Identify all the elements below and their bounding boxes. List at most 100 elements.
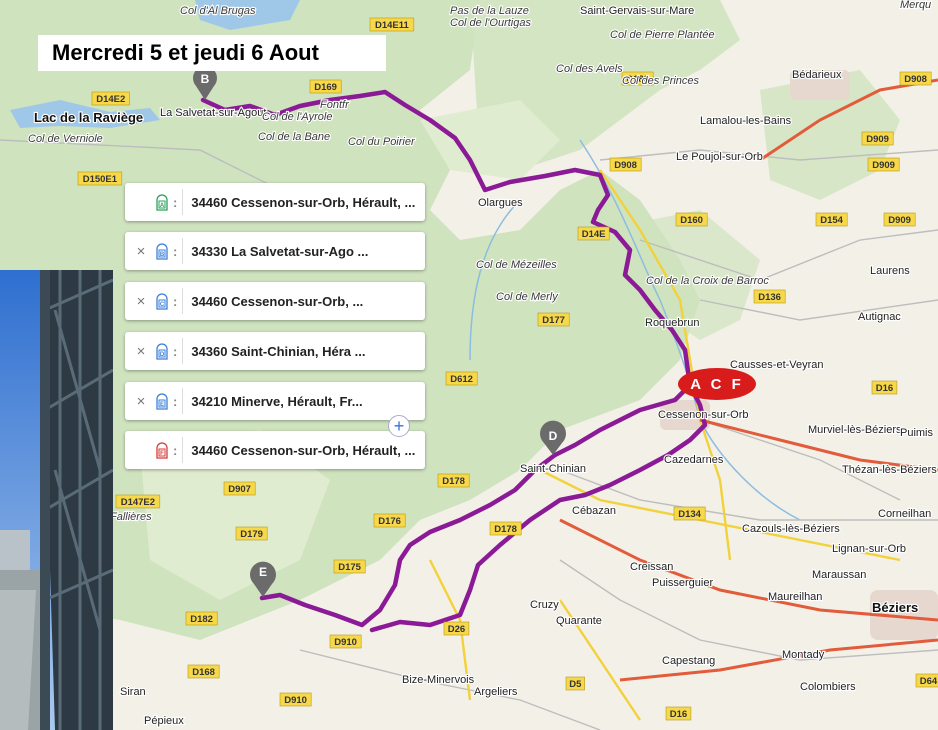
- road-label-text: D169: [314, 82, 337, 93]
- road-label: D154: [815, 212, 848, 227]
- road-label-text: D16: [670, 709, 687, 720]
- waypoint-address[interactable]: 34460 Cessenon-sur-Orb, Hérault, ...: [191, 442, 416, 458]
- road-label: D136: [753, 289, 786, 304]
- waypoint-pin-icon: A: [156, 193, 168, 211]
- place-label: Col de Pierre Plantée: [610, 29, 715, 41]
- waypoint-row-d[interactable]: × D:34360 Saint-Chinian, Héra ...: [125, 332, 425, 370]
- waypoint-letter: E: [160, 402, 164, 408]
- road-label: D16: [665, 706, 692, 721]
- road-label: D64: [915, 673, 938, 688]
- waypoint-row-f[interactable]: F:34460 Cessenon-sur-Orb, Hérault, ...: [125, 431, 425, 469]
- road-label-text: D175: [338, 562, 361, 573]
- place-label: Cruzy: [530, 599, 559, 611]
- place-label: Col d'Al Brugas: [180, 5, 256, 17]
- place-label: Merqu: [900, 0, 931, 11]
- marker-e[interactable]: E: [250, 561, 277, 597]
- road-label: D612: [445, 371, 478, 386]
- waypoint-address[interactable]: 34210 Minerve, Hérault, Fr...: [191, 393, 363, 409]
- road-label: D26: [443, 621, 470, 636]
- marker-b[interactable]: B: [192, 66, 217, 100]
- place-label: Lamalou-les-Bains: [700, 115, 792, 127]
- road-label: D178: [437, 473, 470, 488]
- drag-handle-icon[interactable]: :: [173, 442, 178, 458]
- drag-handle-icon[interactable]: :: [173, 293, 178, 309]
- place-label: Montady: [782, 649, 825, 661]
- marker-b-letter: B: [201, 72, 210, 86]
- drag-handle-icon[interactable]: :: [173, 194, 178, 210]
- waypoint-row-c[interactable]: × C:34460 Cessenon-sur-Orb, ...: [125, 282, 425, 320]
- road-label-text: D908: [614, 160, 637, 171]
- separator: [182, 238, 184, 264]
- waypoint-pin-icon: E: [156, 392, 168, 410]
- waypoint-address[interactable]: 34360 Saint-Chinian, Héra ...: [191, 343, 366, 359]
- remove-waypoint-icon[interactable]: ×: [136, 392, 146, 410]
- road-label: D160: [675, 212, 708, 227]
- marker-d-letter: D: [549, 429, 558, 443]
- place-label: Bédarieux: [792, 69, 842, 81]
- road-label: D178: [489, 521, 522, 536]
- remove-waypoint-icon[interactable]: ×: [136, 292, 146, 310]
- place-label: Saint-Chinian: [520, 463, 586, 475]
- road-label-text: D26: [448, 624, 465, 635]
- place-label: Thézan-lès-Béziers: [842, 464, 937, 476]
- marker-d[interactable]: D: [540, 420, 567, 455]
- road-label-text: D910: [284, 695, 307, 706]
- waypoint-address[interactable]: 34330 La Salvetat-sur-Ago ...: [191, 243, 369, 259]
- drag-handle-icon[interactable]: :: [173, 243, 178, 259]
- waypoint-address[interactable]: 34460 Cessenon-sur-Orb, ...: [191, 293, 364, 309]
- place-label: Puisserguier: [652, 577, 713, 589]
- waypoint-row-b[interactable]: ×B:34330 La Salvetat-sur-Ago ...: [125, 232, 425, 270]
- place-label: Corneilhan: [878, 508, 931, 520]
- road-label: D176: [373, 513, 406, 528]
- road-label: D910: [329, 634, 362, 649]
- place-label: Siran: [120, 686, 146, 698]
- waypoint-letter: C: [160, 302, 165, 308]
- add-waypoint-button[interactable]: +: [388, 415, 410, 437]
- urban-areas: [660, 70, 938, 640]
- remove-waypoint-icon[interactable]: ×: [136, 242, 146, 260]
- place-label: Col des Princes: [622, 75, 700, 87]
- waypoint-row-a[interactable]: A:34460 Cessenon-sur-Orb, Hérault, ...: [125, 183, 425, 221]
- waypoint-pin-icon: F: [156, 441, 168, 459]
- bridge-photo-image: [0, 270, 113, 730]
- road-label-text: D909: [866, 134, 889, 145]
- road-label-text: D168: [192, 667, 215, 678]
- road-label: D168: [187, 664, 220, 679]
- map-title-text: Mercredi 5 et jeudi 6 Aout: [52, 40, 319, 65]
- place-label: Col de la Bane: [258, 131, 330, 143]
- waypoint-address[interactable]: 34460 Cessenon-sur-Orb, Hérault, ...: [191, 194, 416, 210]
- road-label: D909: [867, 157, 900, 172]
- road-label-text: D910: [334, 637, 357, 648]
- road-label: D14E11: [369, 17, 415, 32]
- waypoint-pin-icon: D: [156, 342, 168, 360]
- rivers: [469, 139, 801, 521]
- drag-handle-icon[interactable]: :: [173, 393, 178, 409]
- place-label: Béziers: [872, 600, 918, 615]
- place-label: Fallières: [110, 511, 152, 523]
- place-label: Col de Verniole: [28, 133, 103, 145]
- place-label: Col de l'Ayrole: [262, 111, 332, 123]
- place-label: Col de Merly: [496, 291, 559, 303]
- road-label: D16: [871, 380, 898, 395]
- road-label-text: D182: [190, 614, 213, 625]
- road-label: D908: [609, 157, 642, 172]
- road-label-text: D178: [494, 524, 517, 535]
- place-label: Puimis: [900, 427, 934, 439]
- road-label: D909: [861, 131, 894, 146]
- place-label: Olargues: [478, 197, 523, 209]
- place-label: Col de Mézeilles: [476, 259, 557, 271]
- road-label-text: D5: [569, 679, 582, 690]
- remove-waypoint-icon[interactable]: ×: [136, 342, 146, 360]
- place-label: Cazedarnes: [664, 454, 724, 466]
- separator: [182, 437, 184, 463]
- road-label: D150E1: [77, 171, 123, 186]
- road-label: D5: [565, 676, 585, 691]
- separator: [182, 388, 184, 414]
- drag-handle-icon[interactable]: :: [173, 343, 178, 359]
- road-label-text: D16: [876, 383, 893, 394]
- waypoint-row-e[interactable]: × E:34210 Minerve, Hérault, Fr...: [125, 382, 425, 420]
- road-label: D14E: [577, 226, 610, 241]
